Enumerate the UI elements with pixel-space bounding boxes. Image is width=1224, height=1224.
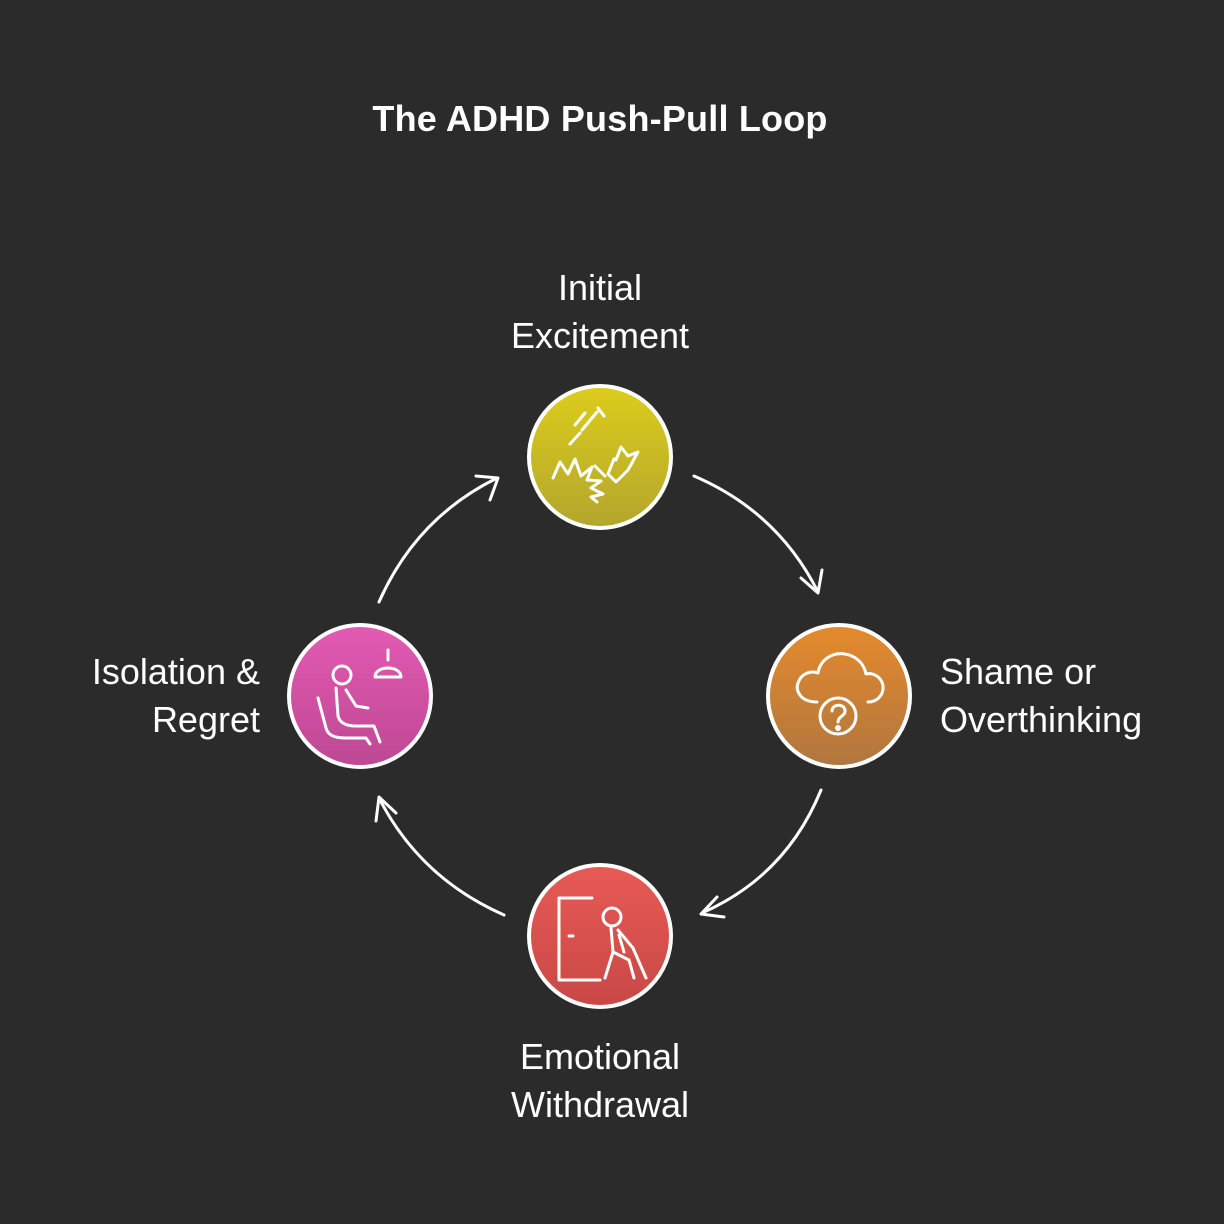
cloud-question-icon [795,652,885,736]
stage-node-isolation-regret [287,623,433,769]
stage-node-initial-excitement [527,384,673,530]
stage-label-isolation-regret: Isolation & Regret [20,648,260,744]
stage-label-line: Regret [151,699,260,740]
person-leaving-door-icon [557,896,648,982]
arrow-withdrawal-to-isolation [374,795,506,917]
stage-label-line: Initial [557,267,643,308]
stage-label-line: Emotional [519,1036,681,1077]
stage-node-shame-overthinking [766,623,912,769]
stage-label-line: Isolation & [91,651,260,692]
fireworks-icon [551,406,640,504]
arrow-isolation-to-excitement [377,474,500,604]
stage-label-shame-overthinking: Shame or Overthinking [940,648,1142,744]
stage-label-initial-excitement: Initial Excitement [450,264,750,360]
diagram-title: The ADHD Push-Pull Loop [372,98,828,139]
stage-node-emotional-withdrawal [527,863,673,1009]
arrow-shame-to-withdrawal [699,788,823,919]
stage-label-emotional-withdrawal: Emotional Withdrawal [450,1033,750,1129]
stage-label-line: Excitement [510,315,690,356]
stage-label-line: Overthinking [940,699,1143,740]
stage-label-line: Shame or [940,651,1097,692]
stage-label-line: Withdrawal [510,1084,690,1125]
person-seated-lamp-icon [316,648,403,746]
arrow-excitement-to-shame [692,474,824,595]
